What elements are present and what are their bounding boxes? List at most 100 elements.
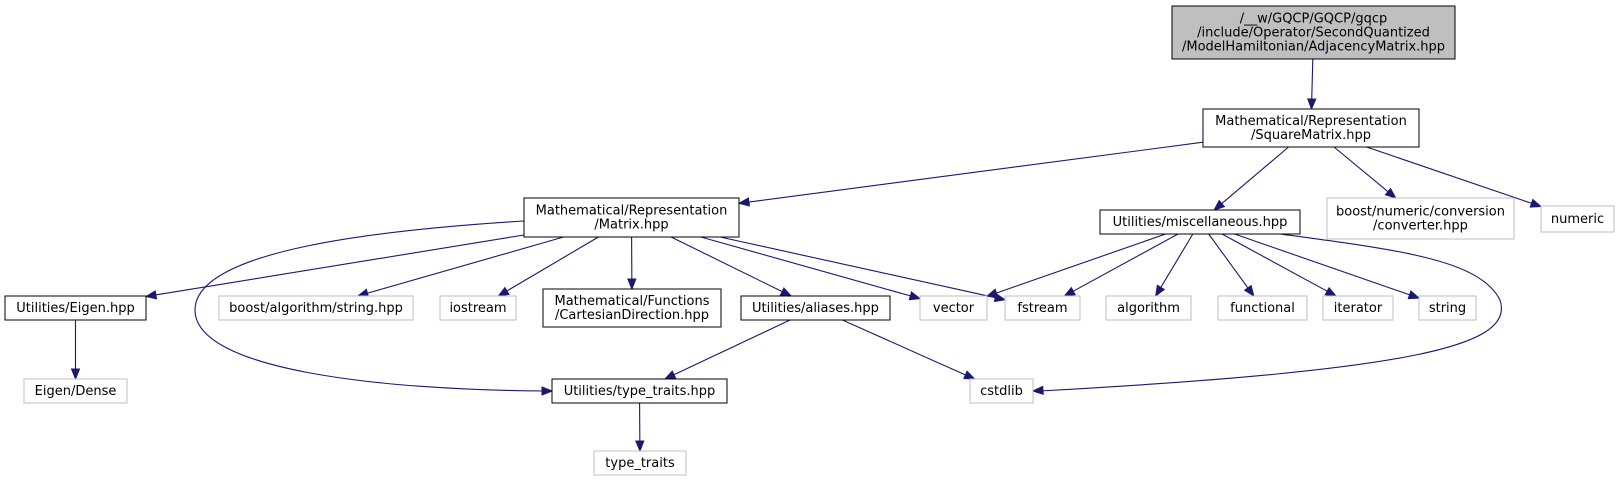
edge-square-to-matrix — [737, 141, 1204, 207]
edge-matrix-to-boostalgo — [356, 236, 564, 298]
node-string[interactable]: string — [1418, 295, 1477, 321]
edge-misc-to-algorithm — [1154, 233, 1194, 298]
node-label-line: Eigen/Dense — [35, 384, 117, 399]
node-box — [969, 378, 1034, 404]
node-label-line: /ModelHamiltonian/AdjacencyMatrix.hpp — [1182, 40, 1445, 55]
edge-line — [505, 236, 599, 292]
node-box — [1202, 108, 1420, 148]
node-converter[interactable]: boost/numeric/conversion/converter.hpp — [1326, 197, 1515, 240]
edge-matrix-to-cartesian — [627, 236, 637, 291]
node-cartesian[interactable]: Mathematical/Functions/CartesianDirectio… — [542, 288, 722, 328]
node-misc[interactable]: Utilities/miscellaneous.hpp — [1099, 209, 1301, 235]
node-box — [4, 295, 147, 321]
node-label-line: /Matrix.hpp — [594, 218, 668, 233]
edge-arrowhead — [497, 286, 510, 297]
edge-arrowhead — [1154, 284, 1166, 298]
edge-typetraitshpp-to-typetraits — [635, 402, 645, 453]
nodes-layer: /__w/GQCP/GQCP/gqcp/include/Operator/Sec… — [4, 5, 1615, 476]
node-label-line: boost/numeric/conversion — [1336, 205, 1505, 220]
edge-line — [1311, 58, 1314, 101]
edge-line — [747, 141, 1204, 203]
edge-arrowhead — [1529, 198, 1543, 208]
node-label-line: iterator — [1334, 301, 1383, 316]
node-label-line: iostream — [449, 301, 506, 316]
edge-arrowhead — [1213, 199, 1226, 211]
edge-arrowhead — [985, 288, 999, 298]
node-box — [919, 295, 988, 321]
node-label-line: Mathematical/Functions — [554, 294, 709, 309]
node-iterator[interactable]: iterator — [1322, 295, 1394, 321]
edge-arrowhead — [908, 291, 922, 301]
edge-arrowhead — [144, 290, 158, 300]
node-box — [593, 450, 687, 476]
node-typetraits[interactable]: type_traits — [593, 450, 687, 476]
node-box — [23, 378, 128, 404]
node-aliases[interactable]: Utilities/aliases.hpp — [740, 295, 891, 321]
node-numeric[interactable]: numeric — [1540, 205, 1615, 233]
node-boostalgo[interactable]: boost/algorithm/string.hpp — [218, 295, 414, 321]
node-matrix[interactable]: Mathematical/Representation/Matrix.hpp — [523, 197, 740, 238]
node-box — [551, 378, 728, 404]
edge-line — [1333, 146, 1390, 193]
edge-line — [366, 236, 564, 295]
edge-line — [670, 236, 784, 293]
node-box — [1418, 295, 1477, 321]
node-root[interactable]: /__w/GQCP/GQCP/gqcp/include/Operator/Sec… — [1171, 5, 1456, 60]
edge-square-to-converter — [1333, 146, 1397, 199]
node-algorithm[interactable]: algorithm — [1105, 295, 1192, 321]
edge-arrowhead — [541, 386, 554, 396]
edge-arrowhead — [70, 368, 81, 381]
node-label-line: cstdlib — [980, 384, 1023, 399]
edge-arrowhead — [779, 287, 793, 297]
edge-matrix-to-vector — [700, 236, 922, 301]
node-label-line: boost/algorithm/string.hpp — [229, 301, 403, 316]
node-eigen[interactable]: Utilities/Eigen.hpp — [4, 295, 147, 321]
node-label-line: Mathematical/Representation — [536, 204, 728, 219]
edges-layer — [70, 58, 1543, 453]
edge-matrix-to-typetraitshpp — [194, 220, 554, 396]
node-label-line: Utilities/type_traits.hpp — [564, 384, 716, 399]
node-square[interactable]: Mathematical/Representation/SquareMatrix… — [1202, 108, 1420, 148]
edge-line — [194, 220, 547, 392]
node-label-line: Mathematical/Representation — [1215, 114, 1407, 129]
edge-arrowhead — [1243, 284, 1255, 298]
edge-arrowhead — [1407, 290, 1421, 300]
edge-line — [1366, 146, 1533, 205]
node-box — [1099, 209, 1301, 235]
edge-line — [995, 233, 1166, 294]
node-typetraitshpp[interactable]: Utilities/type_traits.hpp — [551, 378, 728, 404]
node-box — [542, 288, 722, 328]
node-eigendense[interactable]: Eigen/Dense — [23, 378, 128, 404]
node-fstream[interactable]: fstream — [1004, 295, 1081, 321]
node-label-line: Utilities/Eigen.hpp — [16, 301, 135, 316]
edge-arrowhead — [1307, 98, 1317, 111]
node-label-line: string — [1429, 301, 1466, 316]
node-label-line: numeric — [1551, 212, 1604, 227]
edge-arrowhead — [663, 370, 677, 380]
edge-line — [1234, 233, 1411, 296]
edge-arrowhead — [737, 197, 751, 207]
edge-matrix-to-fstream — [719, 236, 1007, 303]
node-cstdlib[interactable]: cstdlib — [969, 378, 1034, 404]
edge-misc-to-cstdlib — [1031, 233, 1502, 396]
edge-line — [1220, 146, 1289, 205]
edge-line — [1159, 233, 1194, 289]
node-box — [1540, 205, 1615, 233]
node-iostream[interactable]: iostream — [439, 295, 517, 321]
node-box — [1004, 295, 1081, 321]
node-label-line: /SquareMatrix.hpp — [1251, 128, 1371, 143]
node-functional[interactable]: functional — [1217, 295, 1308, 321]
edge-misc-to-string — [1234, 233, 1421, 300]
edge-line — [672, 319, 791, 376]
node-box — [1105, 295, 1192, 321]
edge-root-to-square — [1307, 58, 1317, 111]
edge-misc-to-iterator — [1221, 233, 1338, 297]
edge-square-to-numeric — [1366, 146, 1543, 208]
edge-line — [1072, 233, 1179, 293]
edge-line — [1221, 233, 1329, 293]
edge-arrowhead — [963, 370, 976, 380]
edge-line — [1039, 233, 1502, 392]
node-vector[interactable]: vector — [919, 295, 988, 321]
edge-eigen-to-eigendense — [70, 320, 81, 381]
